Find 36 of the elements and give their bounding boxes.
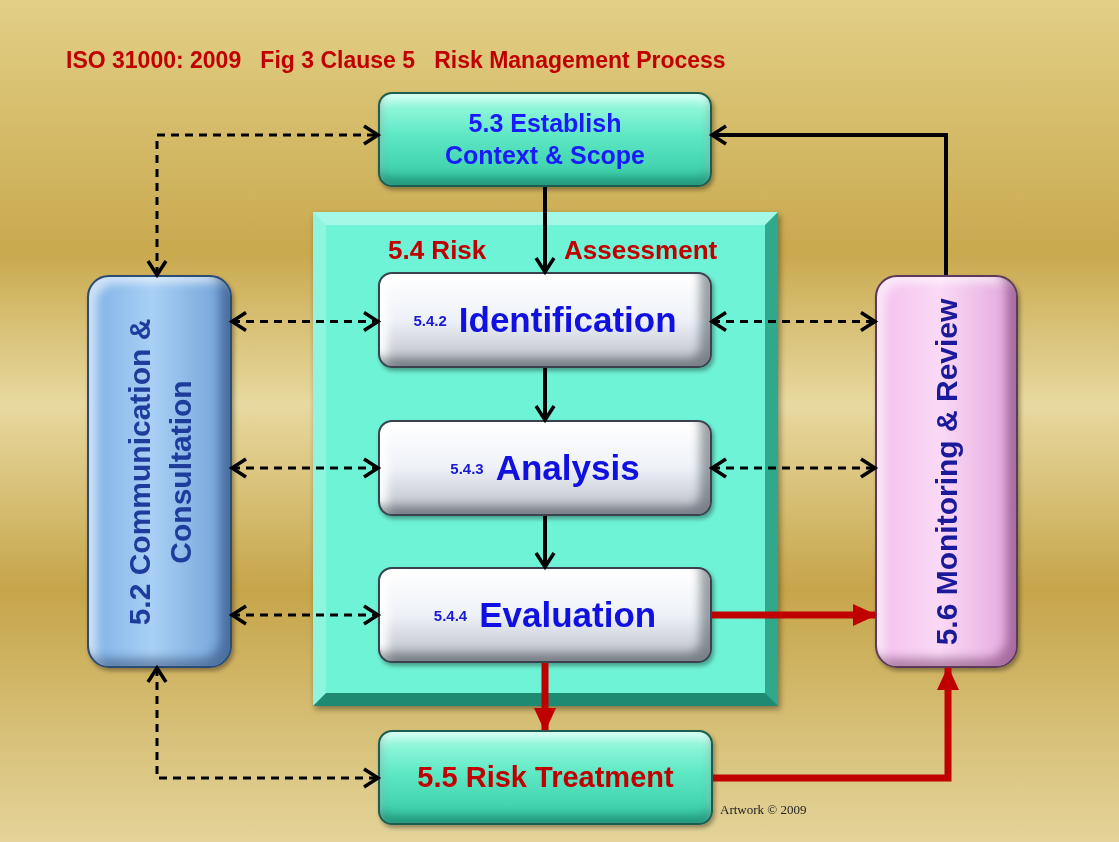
process-box	[87, 275, 232, 668]
diagram-title: ISO 31000: 2009 Fig 3 Clause 5 Risk Management Process	[66, 47, 726, 74]
frame-heading: Assessment	[564, 235, 718, 266]
arrow	[534, 187, 556, 274]
process-box	[378, 567, 712, 663]
arrow	[534, 368, 556, 422]
process-box	[378, 420, 712, 516]
box-label: 5.6 Monitoring & Review	[928, 297, 964, 647]
dashed-arrow	[710, 457, 877, 479]
credit-note: Artwork © 2009	[720, 802, 807, 818]
arrow	[713, 666, 959, 782]
arrow	[710, 124, 948, 275]
arrow	[534, 663, 556, 732]
frame-heading: 5.4 Risk	[388, 235, 487, 266]
dashed-arrow	[146, 666, 380, 789]
section-number: 5.4.2	[413, 311, 447, 329]
dashed-arrow	[230, 604, 380, 626]
section-number: 5.4.3	[450, 459, 484, 477]
process-box	[378, 730, 713, 825]
step-label: Analysis	[495, 448, 640, 488]
dashed-arrow	[230, 457, 380, 479]
box-label: 5.5 Risk Treatment	[416, 760, 675, 796]
arrow	[712, 604, 877, 626]
step-label: Evaluation	[479, 595, 657, 635]
process-frame	[313, 212, 778, 706]
dashed-arrow	[710, 310, 877, 333]
step-label: Identification	[458, 300, 677, 340]
section-number: 5.4.4	[433, 606, 468, 624]
process-box	[378, 272, 712, 368]
dashed-arrow	[230, 310, 380, 333]
process-box	[875, 275, 1018, 668]
process-box	[378, 92, 712, 187]
box-label: 5.3 Establish Context & Scope	[444, 108, 646, 171]
box-label: 5.2 Communication & Consultation	[121, 317, 197, 627]
arrow	[534, 516, 556, 569]
dashed-arrow	[146, 124, 380, 277]
